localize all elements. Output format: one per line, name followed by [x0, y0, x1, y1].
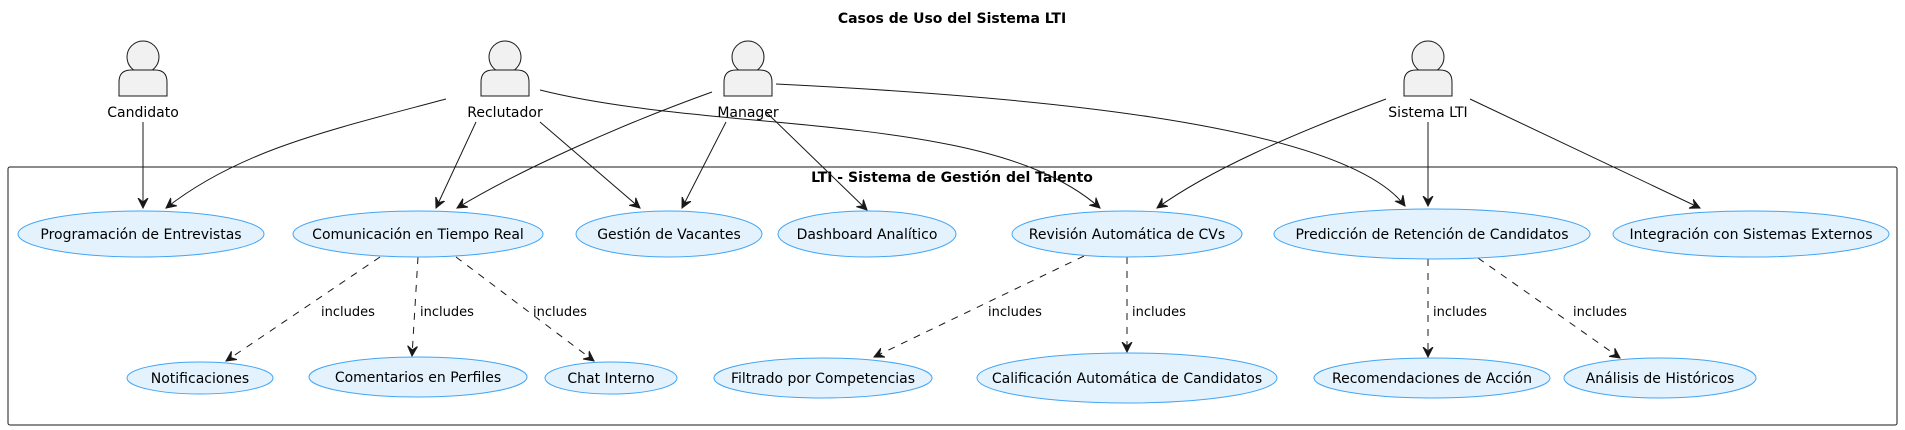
association-reclutador-entrevistas	[166, 98, 447, 208]
use-case-ellipse	[575, 210, 763, 258]
use-case-historicos: Análisis de Históricos	[1563, 357, 1757, 399]
use-case-filtrado: Filtrado por Competencias	[713, 357, 933, 399]
actor-candidato: Candidato	[107, 40, 179, 121]
actor-label: Sistema LTI	[1388, 105, 1467, 121]
include-revision-filtrado	[874, 255, 1085, 357]
association-reclutador-vacantes	[539, 121, 640, 208]
include-label: includes	[321, 305, 375, 320]
include-label: includes	[988, 305, 1042, 320]
include-comunicacion-comentarios	[412, 256, 419, 356]
include-prediccion-historicos	[1477, 257, 1620, 358]
use-case-ellipse	[976, 352, 1278, 404]
use-case-ellipse	[308, 356, 528, 398]
use-cases-layer: Programación de Entrevistas Comunicación …	[17, 208, 1890, 404]
actor-body	[480, 69, 530, 97]
use-case-revision: Revisión Automática de CVs	[1011, 210, 1243, 258]
association-manager-vacantes	[682, 121, 727, 208]
use-case-label: Predicción de Retención de Candidatos	[1295, 227, 1568, 243]
actor-icon	[126, 40, 160, 74]
use-case-entrevistas: Programación de Entrevistas	[17, 210, 265, 258]
use-case-vacantes: Gestión de Vacantes	[575, 210, 763, 258]
actor-sistema: Sistema LTI	[1388, 40, 1468, 121]
use-case-label: Recomendaciones de Acción	[1332, 371, 1532, 387]
system-boundary-title: LTI - Sistema de Gestión del Talento	[811, 170, 1093, 186]
actor-manager: Manager	[717, 40, 779, 121]
use-case-ellipse	[1011, 210, 1243, 258]
use-case-label: Programación de Entrevistas	[40, 227, 241, 243]
use-case-ellipse	[1273, 208, 1591, 260]
actor-label: Manager	[717, 105, 779, 121]
use-case-ellipse	[544, 361, 678, 395]
connections-layer: includes includes includes includes includes…	[143, 83, 1700, 361]
use-case-label: Dashboard Analítico	[797, 227, 938, 243]
use-case-label: Análisis de Históricos	[1586, 371, 1735, 387]
use-case-ellipse	[777, 210, 957, 258]
use-case-chat: Chat Interno	[544, 361, 678, 395]
actor-label: Reclutador	[467, 105, 543, 121]
use-case-label: Filtrado por Competencias	[731, 371, 915, 387]
use-case-integracion: Integración con Sistemas Externos	[1612, 210, 1890, 258]
actor-icon	[1411, 40, 1445, 74]
actors-layer: Candidato Reclutador Manager Sistema LTI	[107, 40, 1468, 121]
use-case-recomendaciones: Recomendaciones de Acción	[1313, 357, 1551, 399]
association-sistema-revision	[1157, 98, 1387, 208]
use-case-label: Calificación Automática de Candidatos	[992, 371, 1262, 387]
include-label: includes	[1132, 305, 1186, 320]
association-reclutador-revision	[539, 89, 1100, 208]
use-case-prediccion: Predicción de Retención de Candidatos	[1273, 208, 1591, 260]
use-case-ellipse	[1612, 210, 1890, 258]
use-case-label: Revisión Automática de CVs	[1029, 227, 1225, 243]
system-boundary	[7, 166, 1898, 426]
use-case-comentarios: Comentarios en Perfiles	[308, 356, 528, 398]
use-case-ellipse	[1313, 357, 1551, 399]
use-case-ellipse	[292, 210, 544, 258]
include-label: includes	[1433, 305, 1487, 320]
include-label: includes	[1573, 305, 1627, 320]
actor-icon	[488, 40, 522, 74]
include-comunicacion-chat	[455, 256, 594, 361]
use-case-label: Notificaciones	[151, 371, 249, 387]
use-case-dashboard: Dashboard Analítico	[777, 210, 957, 258]
use-case-label: Integración con Sistemas Externos	[1630, 227, 1873, 243]
use-case-label: Comentarios en Perfiles	[335, 370, 501, 386]
use-case-notificaciones: Notificaciones	[126, 361, 274, 395]
actor-body	[118, 69, 168, 97]
use-case-comunicacion: Comunicación en Tiempo Real	[292, 210, 544, 258]
include-label: includes	[533, 305, 587, 320]
include-label: includes	[420, 305, 474, 320]
actor-label: Candidato	[107, 105, 179, 121]
use-case-ellipse	[1563, 357, 1757, 399]
use-case-calificacion: Calificación Automática de Candidatos	[976, 352, 1278, 404]
association-reclutador-comunicacion	[436, 121, 477, 208]
actor-icon	[731, 40, 765, 74]
use-case-ellipse	[713, 357, 933, 399]
association-manager-comunicacion	[457, 91, 713, 208]
use-case-label: Comunicación en Tiempo Real	[312, 227, 524, 243]
association-manager-dashboard	[765, 111, 867, 210]
association-sistema-integracion	[1469, 98, 1700, 208]
actor-reclutador: Reclutador	[467, 40, 543, 121]
association-manager-prediccion	[775, 83, 1405, 206]
actor-body	[1403, 69, 1453, 97]
include-comunicacion-notificaciones	[226, 256, 381, 361]
use-case-ellipse	[17, 210, 265, 258]
diagram-title: Casos de Uso del Sistema LTI	[838, 11, 1066, 27]
use-case-label: Chat Interno	[567, 371, 654, 387]
use-case-ellipse	[126, 361, 274, 395]
actor-body	[723, 69, 773, 97]
use-case-label: Gestión de Vacantes	[597, 227, 741, 243]
